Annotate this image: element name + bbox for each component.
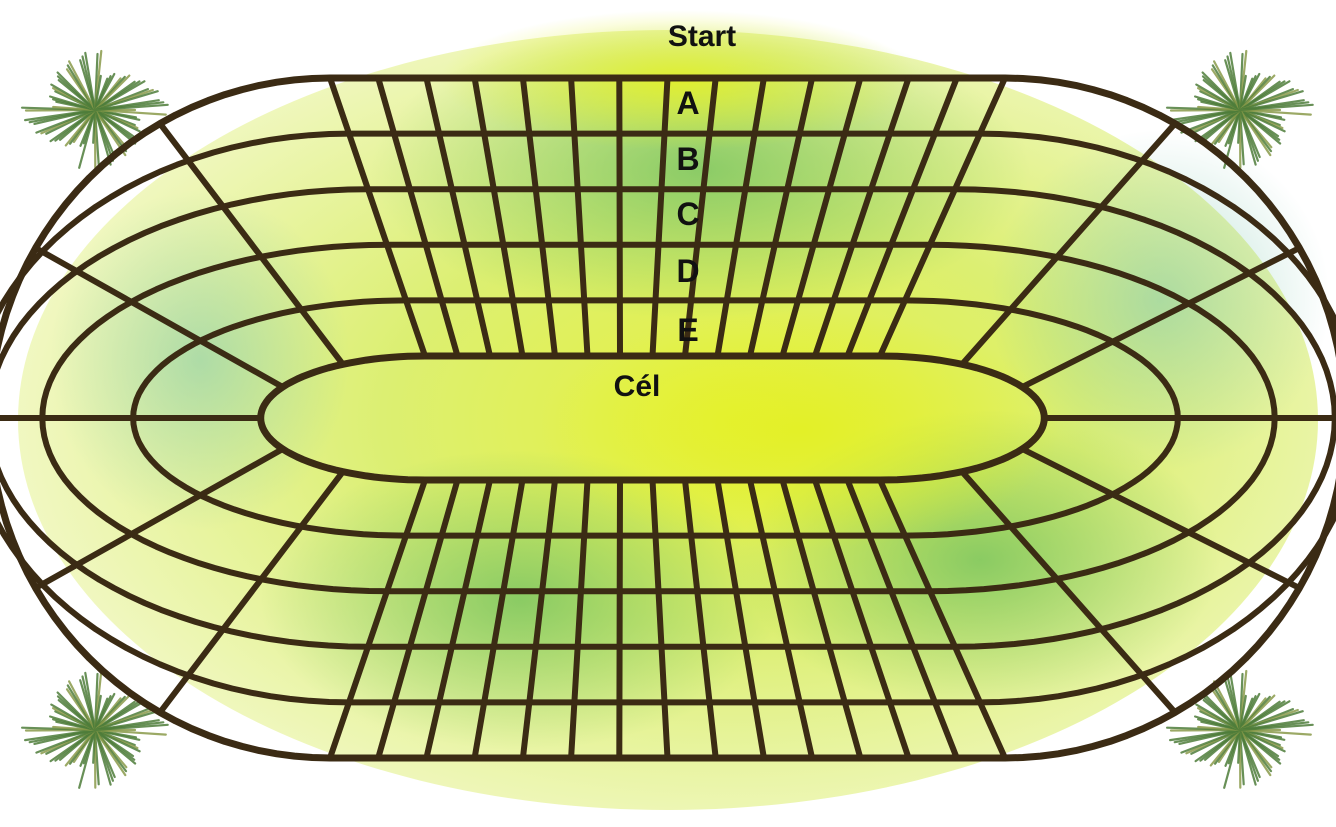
track-cell-divider <box>619 78 620 356</box>
lane-label-d: D <box>676 255 699 287</box>
track-cell-divider <box>619 480 620 758</box>
lane-label-a: A <box>676 87 699 119</box>
lane-label-e: E <box>677 314 698 346</box>
lane-label-b: B <box>676 143 699 175</box>
finish-label: Cél <box>614 372 661 402</box>
lane-label-c: C <box>676 198 699 230</box>
start-label: Start <box>668 22 736 52</box>
